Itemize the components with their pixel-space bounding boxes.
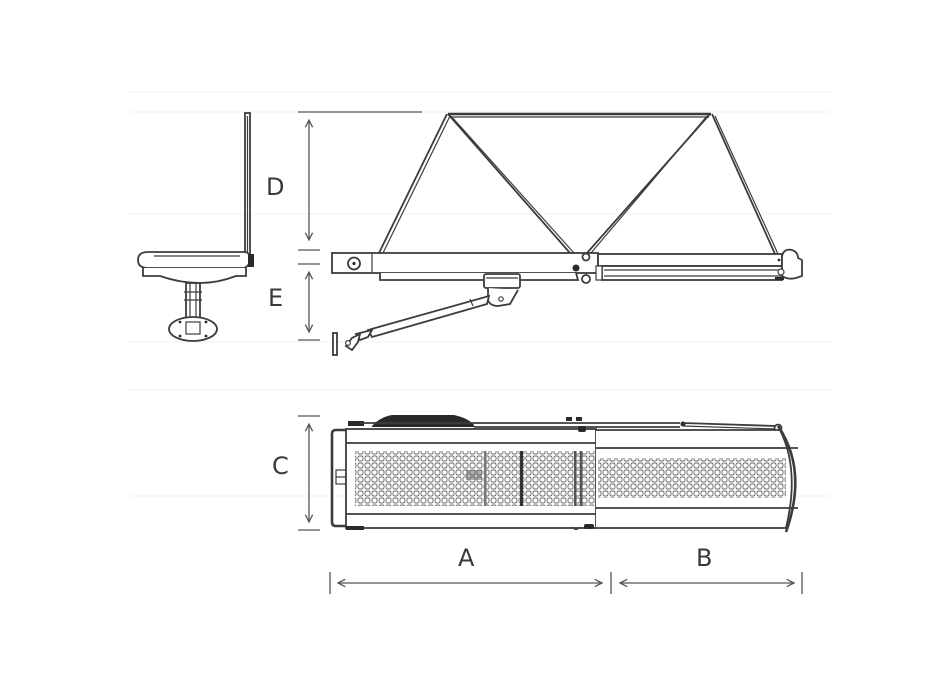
gas-strut xyxy=(332,294,491,356)
dimension-label-a: A xyxy=(458,544,475,572)
seat-pan xyxy=(137,251,251,269)
strut-mount xyxy=(483,273,521,289)
gangway-top-view xyxy=(330,415,798,533)
dimension-a: A xyxy=(329,544,612,594)
handrail-plan-dark xyxy=(372,415,474,427)
truss-diagonals xyxy=(378,113,779,255)
top-view-end-bracket xyxy=(330,428,350,528)
dimension-label-d: D xyxy=(266,173,284,201)
seat-side-view xyxy=(137,112,254,342)
perforated-deck-fixed xyxy=(355,451,595,506)
perforated-deck-extending xyxy=(598,458,786,498)
gangway-side-view xyxy=(331,112,803,356)
dimension-c: C xyxy=(272,415,320,531)
dimension-label-e: E xyxy=(268,284,283,312)
gangway-extension-beam xyxy=(597,253,783,267)
dimension-d: D xyxy=(266,111,422,251)
dimension-e: E xyxy=(268,263,320,341)
dimension-label-b: B xyxy=(696,544,712,572)
gangway-end-cap xyxy=(781,248,803,280)
dimension-label-c: C xyxy=(272,452,289,480)
dimension-b: B xyxy=(620,544,803,594)
